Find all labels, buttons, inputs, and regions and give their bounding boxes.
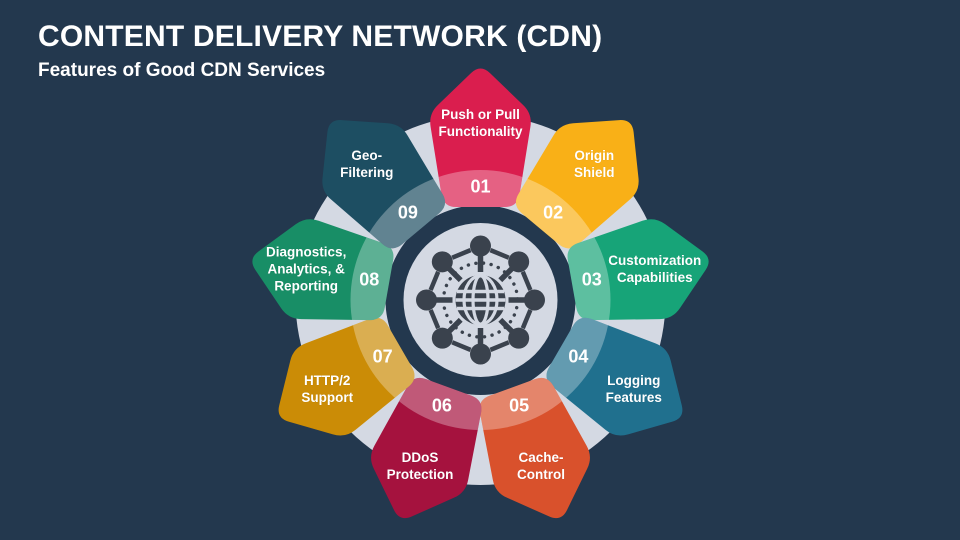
- slide-title: CONTENT DELIVERY NETWORK (CDN): [38, 20, 603, 53]
- petal-shape-02: [515, 120, 639, 249]
- petal-shape-05: [479, 377, 590, 519]
- petal-shape-04: [546, 317, 683, 436]
- petal-shape-09: [322, 120, 446, 249]
- petal-shape-07: [278, 317, 415, 436]
- petal-shape-06: [371, 377, 482, 519]
- petal-shape-08: [252, 219, 394, 321]
- network-globe-icon: [416, 235, 545, 365]
- petal-shape-01: [430, 68, 531, 207]
- petal-shape-03: [567, 219, 709, 321]
- slide-subtitle: Features of Good CDN Services: [38, 60, 326, 81]
